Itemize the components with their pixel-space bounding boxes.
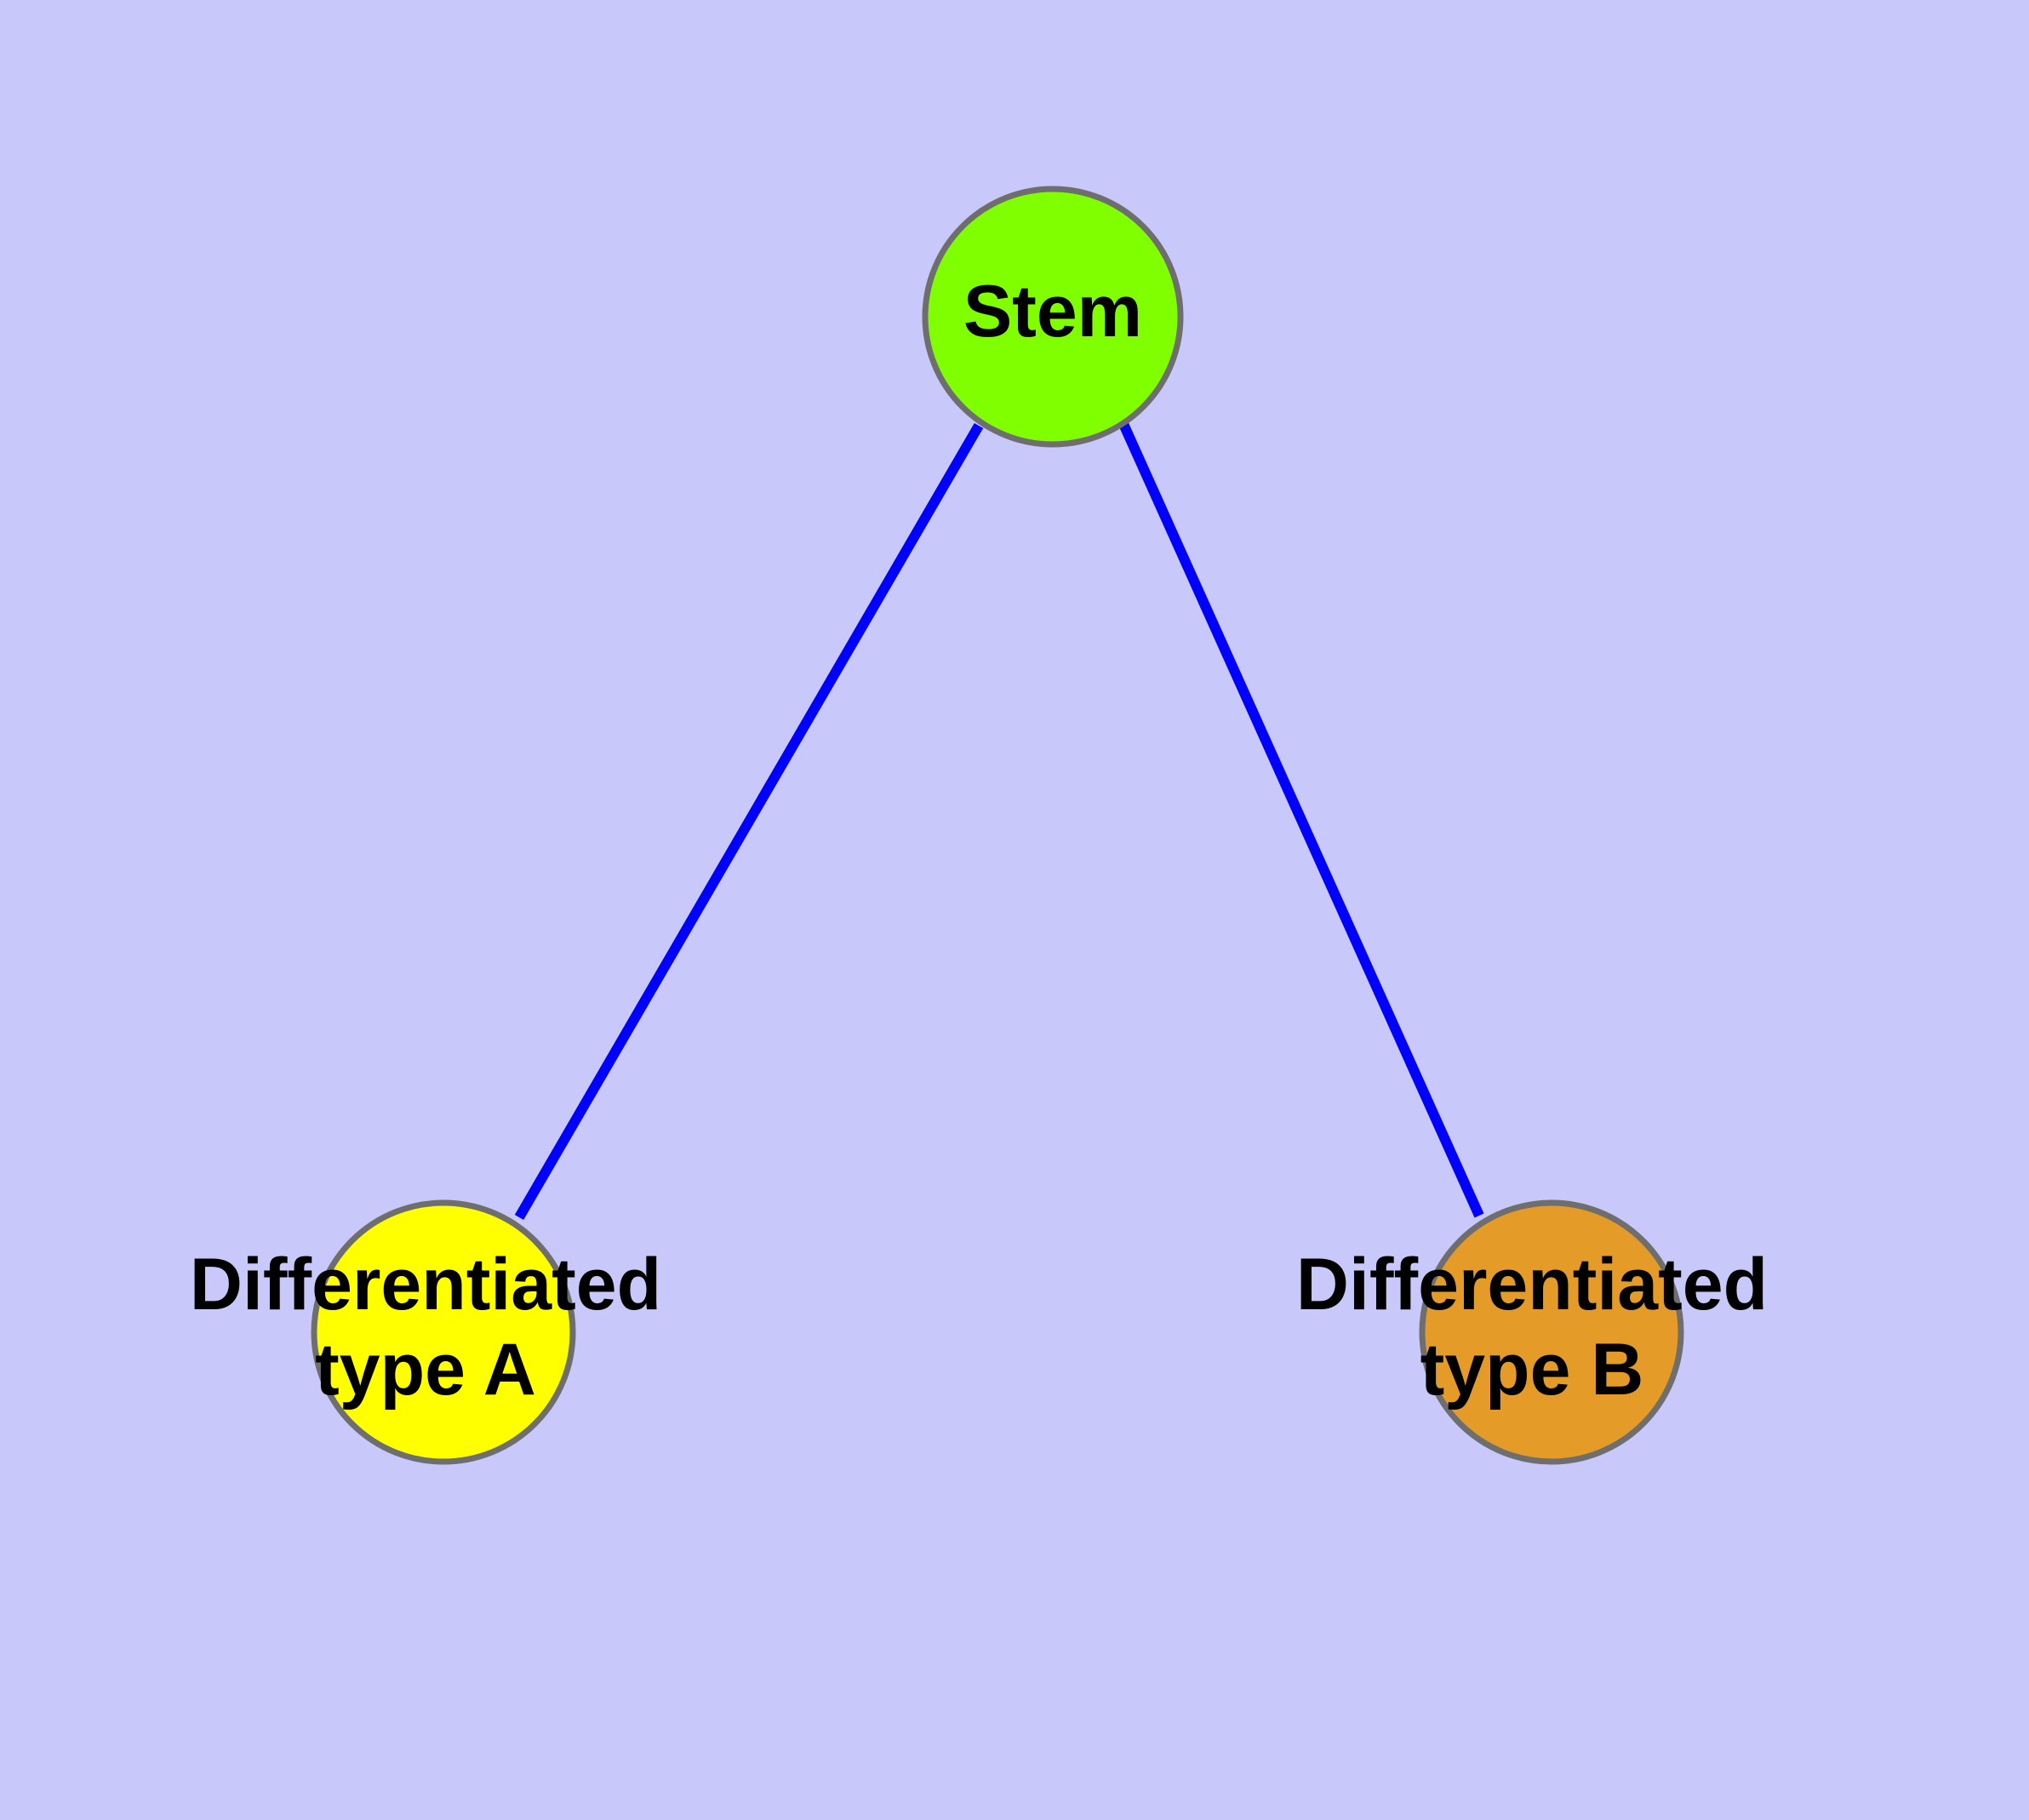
node-label-line: Stem (963, 271, 1142, 352)
node-label-stem: Stem (963, 271, 1142, 352)
edge-stem-to-diff-a[interactable] (514, 422, 984, 1221)
edges-layer (514, 421, 1484, 1221)
nodes-layer (311, 186, 1684, 1465)
node-label-line: type A (315, 1329, 536, 1411)
node-label-line: Differentiated (1296, 1244, 1768, 1325)
node-diff-a[interactable] (311, 1199, 576, 1465)
edge-stem-to-diff-b[interactable] (1118, 421, 1484, 1218)
node-label-line: Differentiated (190, 1244, 661, 1325)
node-diff-b[interactable] (1419, 1199, 1684, 1465)
node-label-line: type B (1420, 1329, 1644, 1411)
node-stem[interactable] (922, 186, 1184, 448)
